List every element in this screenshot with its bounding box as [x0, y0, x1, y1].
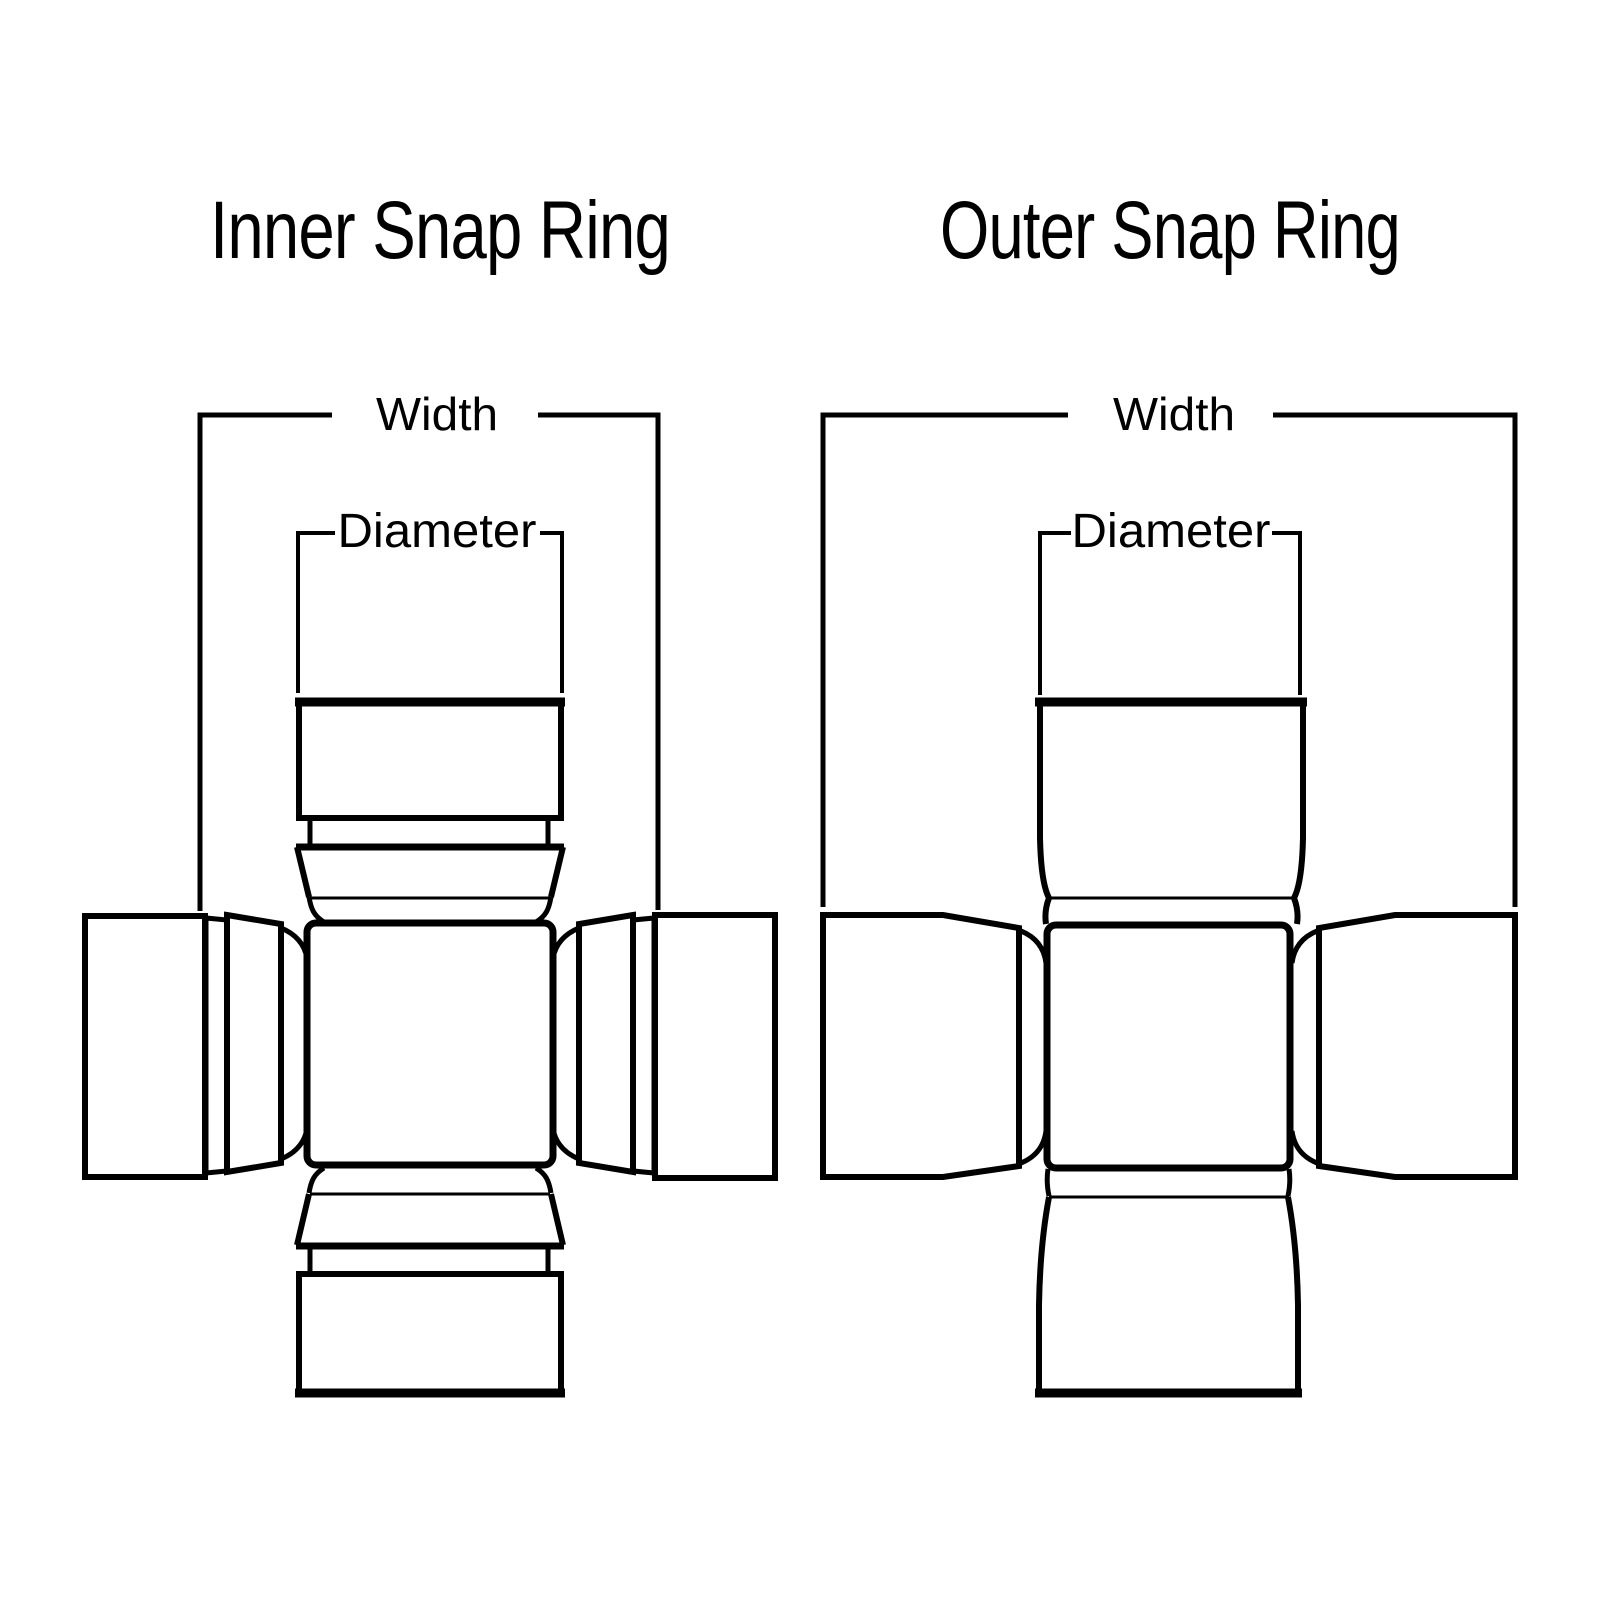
inner-diagram-title: Inner Snap Ring — [210, 185, 670, 276]
outer-width-label: Width — [1113, 388, 1235, 440]
outer-diagram-title: Outer Snap Ring — [940, 185, 1400, 276]
inner-right-shoulder-fillets — [550, 925, 581, 1162]
outer-diameter-bracket — [1038, 531, 1302, 695]
inner-top-cap-step — [307, 818, 551, 846]
inner-bottom-cap-body — [296, 1271, 564, 1396]
inner-width-bracket — [197, 412, 661, 911]
inner-center-body — [303, 919, 557, 1169]
inner-right-cap-body — [652, 912, 778, 1181]
outer-top-bearing-cap — [1035, 697, 1307, 925]
inner-left-cap-body — [82, 913, 208, 1180]
inner-top-cap-skirt-sides — [294, 846, 566, 898]
outer-snap-ring-diagram: Outer Snap Ring Width Diameter — [820, 185, 1518, 1398]
outer-left-bearing-cap — [820, 912, 1049, 1180]
inner-bottom-cap-skirt-sides — [294, 1193, 566, 1246]
inner-left-shoulder-fillets — [279, 925, 310, 1162]
outer-bottom-bearing-cap — [1035, 1168, 1302, 1398]
inner-snap-ring-diagram: Inner Snap Ring Width Diameter — [82, 185, 778, 1398]
inner-left-bearing-cap — [82, 911, 310, 1180]
inner-top-bearing-cap — [294, 697, 566, 925]
inner-bottom-bearing-cap — [294, 1165, 566, 1398]
inner-left-snap-ring-washer — [224, 911, 284, 1176]
inner-right-lip-ring — [630, 915, 657, 1176]
outer-right-cap-body — [1316, 912, 1518, 1180]
outer-right-shoulder-fillets — [1289, 928, 1319, 1166]
inner-diameter-bracket — [296, 531, 564, 693]
inner-right-bearing-cap — [550, 911, 778, 1181]
inner-right-snap-ring-washer — [576, 911, 636, 1176]
outer-right-bearing-cap — [1289, 912, 1518, 1180]
outer-bottom-cap-sides — [1036, 1196, 1301, 1393]
inner-left-lip-ring — [203, 915, 230, 1176]
outer-width-bracket — [820, 412, 1518, 907]
inner-bottom-cap-step — [307, 1247, 551, 1274]
outer-top-cap-sides — [1037, 700, 1306, 925]
outer-left-cap-body — [820, 912, 1022, 1180]
inner-top-cap-bell — [306, 896, 554, 925]
inner-top-cap-body — [296, 699, 564, 821]
outer-diameter-label: Diameter — [1072, 505, 1271, 558]
outer-bottom-cap-bell — [1044, 1168, 1293, 1197]
outer-center-body — [1043, 921, 1294, 1172]
inner-bottom-cap-bell — [306, 1165, 554, 1194]
outer-left-shoulder-fillets — [1019, 928, 1049, 1166]
inner-diameter-label: Diameter — [338, 505, 537, 558]
inner-width-label: Width — [376, 388, 498, 440]
